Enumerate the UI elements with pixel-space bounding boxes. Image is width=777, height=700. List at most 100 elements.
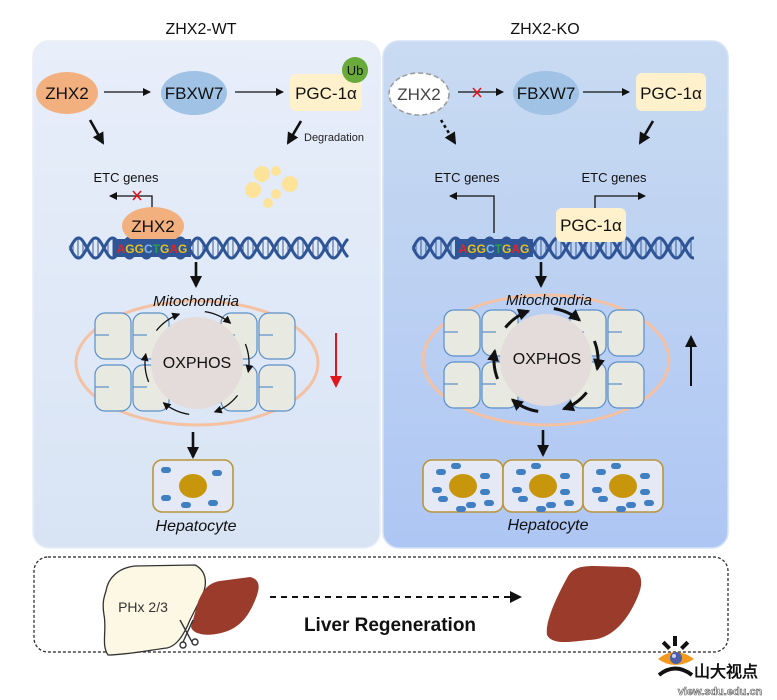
watermark-logo: 山大视点 view.sdu.edu.cn bbox=[657, 636, 763, 698]
wt-panel: ZHX2-WT ZHX2 FBXW7 PGC-1α Ub Degradation… bbox=[32, 21, 381, 549]
outer-membrane bbox=[74, 299, 320, 427]
mitochondrion-dot bbox=[644, 500, 654, 506]
nucleotide-A: A bbox=[459, 242, 468, 256]
mitochondrion-dot bbox=[596, 469, 606, 475]
oxphos-cycle-arrow bbox=[213, 394, 239, 414]
wt-etc-genes-label: ETC genes bbox=[93, 170, 159, 185]
wt-background bbox=[32, 40, 381, 549]
blocked-x-icon bbox=[132, 190, 142, 201]
ko-hepatocyte-label: Hepatocyte bbox=[508, 517, 589, 534]
ko-etc-genes-left-label: ETC genes bbox=[434, 170, 500, 185]
crista bbox=[443, 309, 481, 357]
hepatocyte-cell bbox=[502, 459, 584, 513]
nucleotide-A: A bbox=[117, 242, 126, 256]
ko-bound-pgc-node bbox=[556, 208, 626, 242]
wt-pgc-label: PGC-1α bbox=[295, 84, 357, 103]
ko-left-transcription-arrow bbox=[449, 192, 495, 233]
wt-mitochondria-label: Mitochondria bbox=[153, 293, 239, 310]
oxphos-cycle-arrow bbox=[487, 348, 500, 380]
nucleotide-G: G bbox=[467, 242, 476, 256]
mitochondrion-dot bbox=[466, 502, 476, 508]
mitochondrion-dot bbox=[626, 502, 636, 508]
liver-regeneration-panel: PHx 2/3 Liver Regeneration bbox=[33, 556, 729, 656]
oxphos-core bbox=[151, 317, 243, 409]
wt-mitochondrion bbox=[74, 299, 320, 427]
mitochondrion-dot bbox=[480, 489, 490, 495]
wt-hepatocytes bbox=[152, 459, 234, 513]
ko-pgc-node bbox=[636, 73, 706, 111]
wt-hepatocyte-label: Hepatocyte bbox=[156, 518, 237, 535]
nucleotide-C: C bbox=[486, 242, 495, 256]
mitochondrion-dot bbox=[518, 496, 528, 502]
ko-fbxw7-node bbox=[513, 71, 579, 115]
nucleotide-A: A bbox=[169, 242, 178, 256]
ko-bound-pgc-label: PGC-1α bbox=[560, 216, 622, 235]
wt-fbxw7-node bbox=[161, 71, 227, 115]
oxphos-cycle-arrow bbox=[510, 398, 539, 413]
oxphos-cycle-arrow bbox=[244, 343, 254, 374]
wt-bound-zhx2-label: ZHX2 bbox=[131, 217, 174, 236]
ko-blocked-x-icon bbox=[472, 87, 482, 98]
ko-etc-genes-right-label: ETC genes bbox=[581, 170, 647, 185]
wt-fbxw7-label: FBXW7 bbox=[165, 84, 224, 103]
ko-oxphos-label: OXPHOS bbox=[513, 351, 581, 368]
nucleotide-T: T bbox=[495, 242, 503, 256]
mitochondrion-dot bbox=[451, 463, 461, 469]
ko-mitochondria-label: Mitochondria bbox=[506, 292, 592, 309]
ko-right-transcription-arrow bbox=[594, 192, 646, 209]
ko-dna-motif: AGGCTGAG bbox=[459, 242, 530, 256]
oxphos-cycle-arrow bbox=[204, 310, 232, 324]
wt-zhx2-label: ZHX2 bbox=[45, 84, 88, 103]
mitochondrion-dot bbox=[616, 506, 626, 512]
eye-logo-icon bbox=[657, 636, 694, 677]
oxphos-cycle-arrow bbox=[553, 307, 582, 322]
wt-bound-zhx2-node bbox=[122, 207, 184, 245]
regenerated-liver bbox=[546, 566, 642, 643]
nucleotide-G: G bbox=[502, 242, 511, 256]
nucleotide-G: G bbox=[160, 242, 169, 256]
ub-badge bbox=[342, 57, 368, 83]
oxphos-cycle-arrow bbox=[162, 402, 190, 416]
ko-title: ZHX2-KO bbox=[510, 21, 579, 38]
liver-regeneration-label: Liver Regeneration bbox=[304, 615, 476, 636]
mitochondrion-dot bbox=[208, 500, 218, 506]
mitochondrion-dot bbox=[480, 473, 490, 479]
ko-zhx2-dotted-arrow bbox=[439, 119, 457, 145]
scissors-icon bbox=[179, 619, 199, 649]
nucleotide-A: A bbox=[511, 242, 520, 256]
mitochondrion-dot bbox=[546, 502, 556, 508]
mitochondrion-dot bbox=[560, 473, 570, 479]
hepatocyte-cell bbox=[582, 459, 664, 513]
mitochondrion-dot bbox=[560, 489, 570, 495]
mitochondrion-dot bbox=[484, 500, 494, 506]
nucleus bbox=[529, 474, 557, 498]
mitochondrion-dot bbox=[598, 496, 608, 502]
mitochondrion-dot bbox=[592, 487, 602, 493]
hepatocyte-cell bbox=[422, 459, 504, 513]
ko-panel: ZHX2-KO ZHX2 FBXW7 PGC-1α ETC genes ETC … bbox=[382, 21, 729, 549]
regeneration-frame bbox=[33, 556, 729, 653]
mitochondrion-dot bbox=[212, 470, 222, 476]
ko-fbxw7-label: FBXW7 bbox=[517, 84, 576, 103]
nucleotide-T: T bbox=[153, 242, 161, 256]
oxphos-cycle-arrow bbox=[561, 391, 588, 412]
mitochondrion-dot bbox=[512, 487, 522, 493]
ko-pgc-label: PGC-1α bbox=[640, 84, 702, 103]
mitochondrion-dot bbox=[161, 495, 171, 501]
watermark-url: view.sdu.edu.cn bbox=[678, 686, 763, 698]
ko-hepatocytes bbox=[422, 459, 664, 513]
remnant-liver bbox=[191, 577, 259, 635]
mitochondrion-dot bbox=[536, 506, 546, 512]
outer-membrane bbox=[421, 293, 671, 427]
nucleotide-G: G bbox=[125, 242, 134, 256]
wt-motif-box bbox=[113, 239, 191, 257]
nucleotide-C: C bbox=[144, 242, 153, 256]
ko-pgc-down-arrow bbox=[638, 120, 655, 145]
crista bbox=[607, 309, 645, 357]
wt-transcription-arrow bbox=[109, 192, 153, 210]
ko-mitochondrion bbox=[421, 293, 671, 427]
phx-label: PHx 2/3 bbox=[118, 599, 168, 615]
mitochondrion-dot bbox=[161, 467, 171, 473]
degradation-label: Degradation bbox=[304, 132, 364, 144]
